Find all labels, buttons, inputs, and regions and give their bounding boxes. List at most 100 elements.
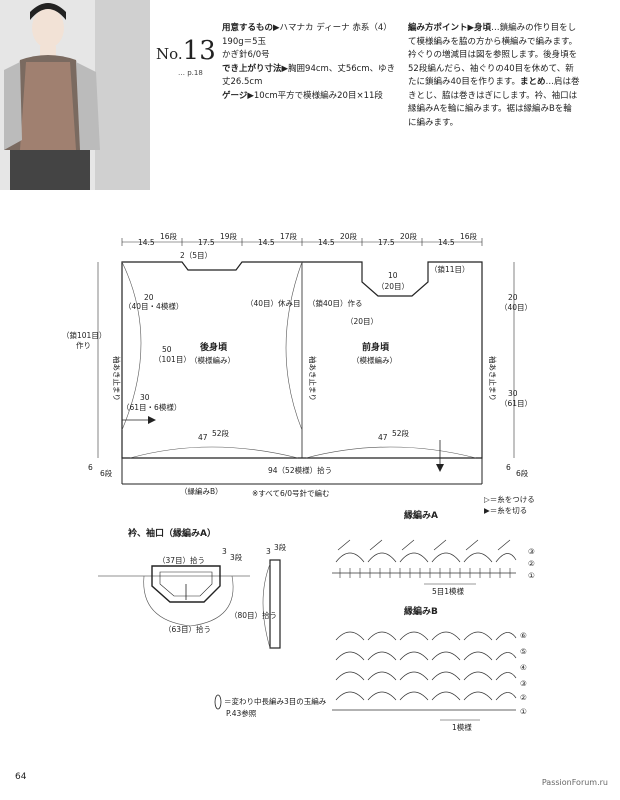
curve-left [121,261,142,431]
center-right: （鎖40目）作る [308,298,363,308]
top-row-4: 20段 [340,231,358,241]
top-row-1: 16段 [160,231,178,241]
curve-center [285,261,303,431]
left-20: 20 [144,293,154,302]
edge-a-row-3: ③ [528,547,535,556]
neck-front-11: （鎖11目） [430,264,470,274]
left-50b: （101目） [154,355,191,364]
page-number: 64 [15,772,27,782]
top-dim-5: 17.5 [378,238,395,247]
edge-a-row-1: ① [528,571,535,580]
edge-b-row-3: ③ [520,679,527,688]
edge-b-title: 縁編みB [404,605,438,617]
side-6-right: 6 [506,463,511,472]
neck-front-20: （20目） [377,282,409,291]
sleeve-80: （80目）拾う [230,610,277,620]
front-title: 前身頃 [362,341,390,353]
top-dim-1: 14.5 [138,238,155,247]
neck-37: （37目）拾う [158,555,205,565]
make-label: 作り [76,340,91,350]
gauge-line: ゲージ▶10cm平方で模様編み20目×11段 [222,90,397,104]
left-50: 50 [162,345,172,354]
sleeve-3: 3 [266,547,271,556]
legend-ref: P.43参照 [226,708,257,718]
top-row-5: 20段 [400,231,418,241]
top-row-3: 17段 [280,231,298,241]
edge-a-title: 縁編みA [404,509,438,521]
materials-block: 用意するもの▶ハマナカ ディーナ 赤系（4）190g＝5玉 かぎ針6/0号 でき… [222,22,397,103]
left-30b: （61目・6模様） [122,402,181,412]
edge-b-row-5: ⑤ [520,647,527,656]
right-30b: （61目） [500,399,532,408]
bottom-52b: 52段 [392,428,410,438]
pattern-number: No.13 [156,36,216,66]
number-prefix: No. [156,45,183,63]
bobble-symbol-icon [214,694,222,710]
back-sub: （模様編み） [190,355,235,365]
edge-b-row-1: ① [520,707,527,716]
side-6-left-row: 6段 [100,468,113,478]
center-20: （20目） [346,317,378,326]
top-row-6: 16段 [460,231,478,241]
edge-a-note2: ▶＝糸を切る [484,505,527,515]
bottom-47a: 47 [198,433,208,442]
arrow-down-icon [436,464,444,472]
sleeve-stop-center: 袖あき止まり [308,356,318,401]
neck-3row: 3段 [230,552,243,562]
points-text-2: …肩は巻きとじ、脇は巻きはぎにします。衿、袖口は縁編みAを輪に編みます。裾は縁編… [408,77,580,128]
gauge-label: ゲージ▶ [222,90,254,101]
top-dim-3: 14.5 [258,238,275,247]
top-dim-4: 14.5 [318,238,335,247]
edge-a-row-2: ② [528,559,535,568]
neck-63: （63目）拾う [164,624,211,634]
number-value: 13 [182,36,216,66]
neck-back: 2（5目） [180,251,212,260]
chain-101: （鎖101目） [62,330,106,340]
right-30: 30 [508,389,518,398]
top-dim-2: 17.5 [198,238,215,247]
edge-b-chart [332,631,517,711]
sleeve-stop-right: 袖あき止まり [488,356,498,401]
gauge-text: 10cm平方で模様編み20目×11段 [253,90,383,101]
edge-a-note1: ▷＝糸をつける [484,494,535,504]
hook-line: かぎ針6/0号 [222,50,270,60]
side-6-left: 6 [88,463,93,472]
neck-inner [159,571,213,597]
top-row-2: 19段 [220,231,238,241]
needle-note: ※すべて6/0号針で編む [252,488,330,498]
model-photo-illustration [0,0,150,190]
size-label: でき上がり寸法▶ [222,63,289,74]
back-title: 後身頃 [200,341,228,353]
sleeve-3row: 3段 [274,542,287,552]
arrow-right-icon [148,416,156,424]
sleeve-band [269,559,281,649]
front-sub: （模様編み） [352,355,397,365]
bottom-52a: 52段 [212,428,230,438]
yarn-label: 用意するもの▶ [222,23,280,33]
legend-symbol: ＝変わり中長編み3目の玉編み [224,696,327,706]
top-dim-6: 14.5 [438,238,455,247]
neck-3: 3 [222,547,227,556]
watermark: PassionForum.ru [541,778,608,787]
side-6-right-row: 6段 [516,468,529,478]
yarn-line: 用意するもの▶ハマナカ ディーナ 赤系（4）190g＝5玉 [222,22,397,49]
edge-b-row-2: ② [520,693,527,702]
neck-front-10: 10 [388,271,398,280]
right-20b: （40目） [500,303,532,312]
top-dimension-labels: 14.5 16段 17.5 19段 14.5 17段 14.5 20段 17.5… [138,231,478,247]
model-photo [0,0,150,190]
instructions-block: 編み方ポイント▶身頃…鎖編みの作り目をして模様編みを脇の方から横編みで編みます。… [408,22,580,130]
sleeve-stop-left: 袖あき止まり [112,356,122,401]
body-label: 身頃 [474,23,492,33]
garment-outline [121,261,483,459]
page-reference: … p.18 [178,69,203,77]
points-label: 編み方ポイント▶ [408,23,475,33]
knitting-diagram: 14.5 16段 17.5 19段 14.5 17段 14.5 20段 17.5… [62,231,535,732]
finish-label: まとめ [519,77,546,87]
edge-b-row-4: ④ [520,663,527,672]
size-line: でき上がり寸法▶胸囲94cm、丈56cm、ゆき丈26.5cm [222,63,397,90]
bottom-94: 94（52模様）拾う [268,465,332,475]
right-20: 20 [508,293,518,302]
left-20b: （40目・4模様） [124,301,183,311]
edge-a-repeat: 5目1模様 [432,586,465,596]
